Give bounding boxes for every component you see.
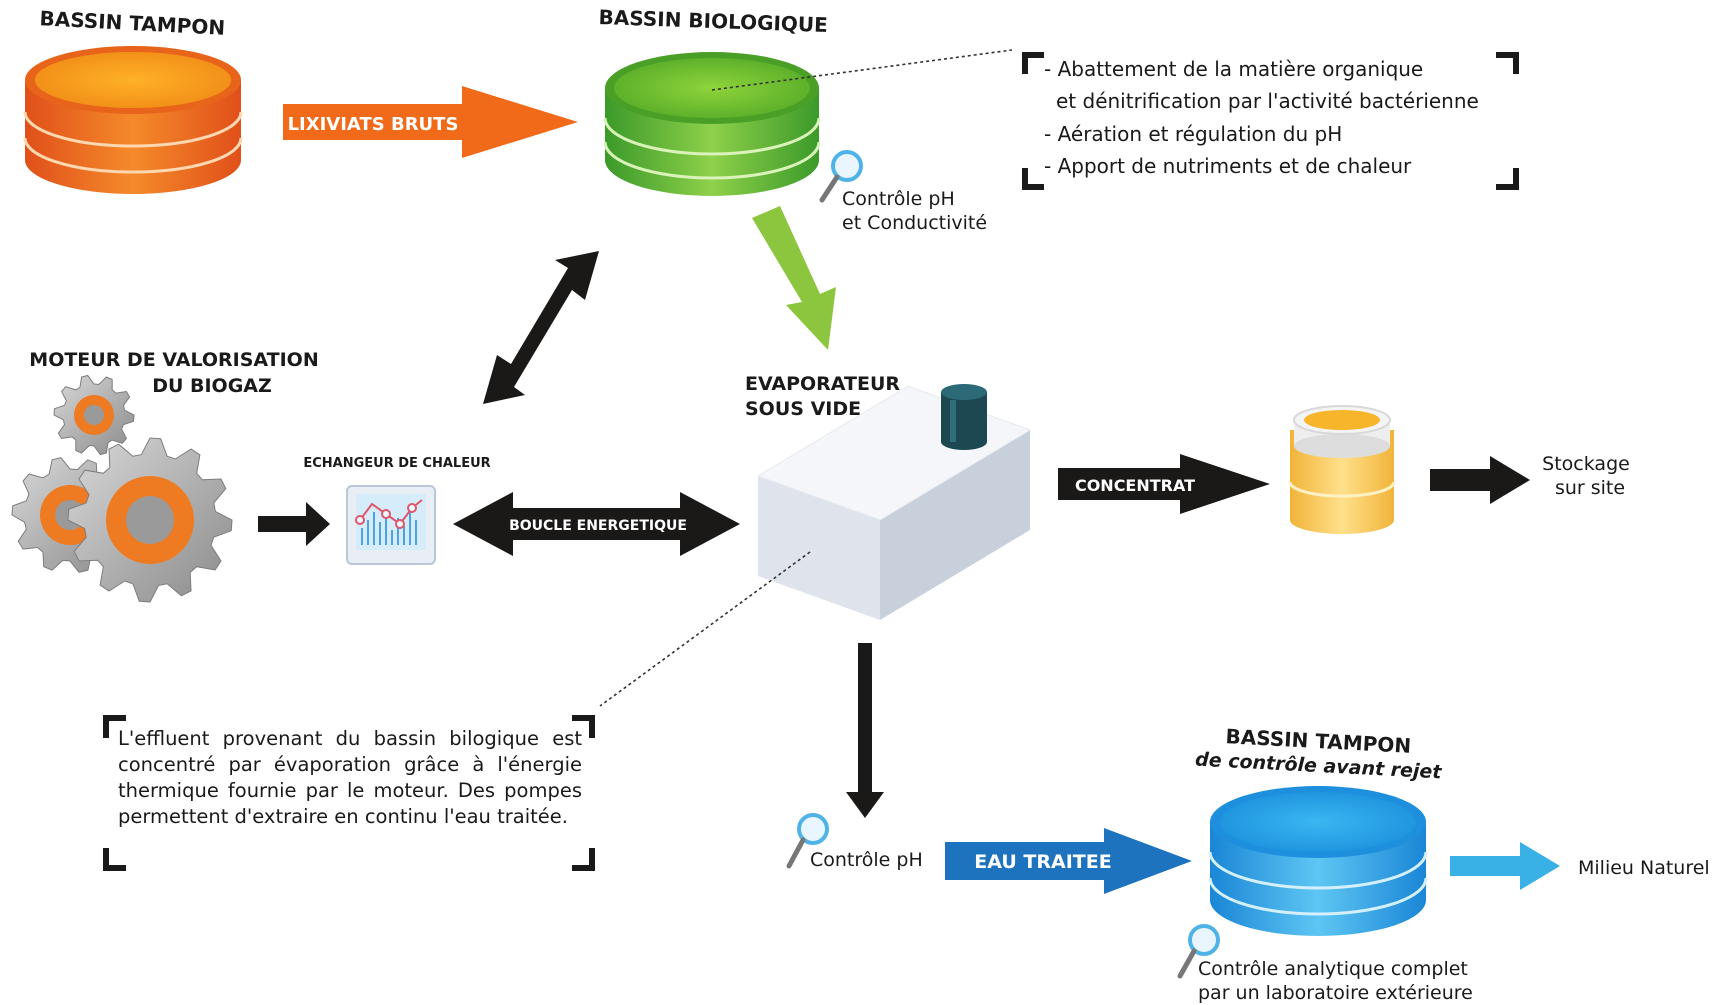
bio-moteur-double-arrow — [483, 251, 599, 404]
bio-callout-frame — [1022, 52, 1519, 190]
controle-ph-conductivite-line-2: et Conductivité — [842, 212, 987, 234]
moteur-label-line-2: DU BIOGAZ — [152, 375, 272, 397]
lixiviats-bruts-label: LIXIVIATS BRUTS — [288, 114, 459, 135]
moteur-to-echangeur-arrow — [258, 502, 330, 546]
bio-to-evaporator-arrow — [752, 206, 836, 350]
eau-traitee-arrow — [945, 828, 1192, 894]
evaporator-box — [756, 384, 1032, 620]
lixiviats-bruts-arrow — [283, 86, 578, 158]
moteur-label-line-1: MOTEUR DE VALORISATION — [29, 349, 318, 371]
jar-to-stockage-arrow — [1430, 456, 1530, 504]
evaporateur-label-line-2: SOUS VIDE — [745, 398, 861, 420]
evap-callout-leader — [599, 551, 811, 707]
concentrat-label: CONCENTRAT — [1075, 476, 1195, 495]
bassin-tampon-blue-basin — [1208, 786, 1428, 936]
magnifier-icon — [819, 150, 863, 203]
concentrate-jar — [1288, 405, 1396, 534]
magnifier-icon — [786, 813, 829, 869]
controle-analytique-line-2: par un laboratoire extérieure — [1198, 982, 1473, 1004]
evaporator-down-arrow — [846, 643, 884, 818]
gear-hole — [126, 496, 174, 544]
gears-icon — [11, 374, 233, 603]
bio-callout-line-1: - Abattement de la matière organique — [1044, 57, 1423, 81]
bassin-biologique-label: BASSIN BIOLOGIQUE — [598, 5, 828, 37]
boucle-energetique-arrow — [453, 492, 740, 556]
evaporateur-label-line-1: EVAPORATEUR — [745, 373, 900, 395]
evap-callout-frame — [103, 715, 595, 871]
magnifier-icon — [1177, 924, 1220, 979]
gear-hole — [84, 405, 104, 425]
evap-callout-text: L'effluent provenant du bassin bilogique… — [118, 727, 582, 828]
bio-callout-leader — [711, 49, 1013, 91]
controle-ph-label: Contrôle pH — [810, 849, 923, 871]
bio-callout-line-4: - Apport de nutriments et de chaleur — [1044, 154, 1412, 178]
bio-callout-line-3: - Aération et régulation du pH — [1044, 122, 1342, 146]
bassin-biologique-green-basin — [603, 52, 821, 196]
to-milieu-naturel-arrow — [1450, 842, 1560, 890]
controle-analytique-line-1: Contrôle analytique complet — [1198, 958, 1468, 980]
bio-callout-line-2: et dénitrification par l'activité bactér… — [1056, 89, 1479, 113]
boucle-energetique-label: BOUCLE ENERGETIQUE — [509, 518, 687, 534]
heat-exchanger-chart-icon — [346, 485, 436, 565]
controle-ph-conductivite-line-1: Contrôle pH — [842, 188, 955, 210]
stockage-label-line-1: Stockage — [1542, 453, 1630, 475]
eau-traitee-label: EAU TRAITEE — [974, 851, 1111, 873]
milieu-naturel-label: Milieu Naturel — [1578, 857, 1710, 879]
stockage-label-line-2: sur site — [1555, 477, 1625, 499]
echangeur-label: ECHANGEUR DE CHALEUR — [303, 456, 490, 471]
bassin-tampon-orange-basin — [23, 46, 243, 194]
bassin-tampon-top-label: BASSIN TAMPON — [39, 6, 226, 40]
concentrat-arrow — [1058, 454, 1270, 514]
